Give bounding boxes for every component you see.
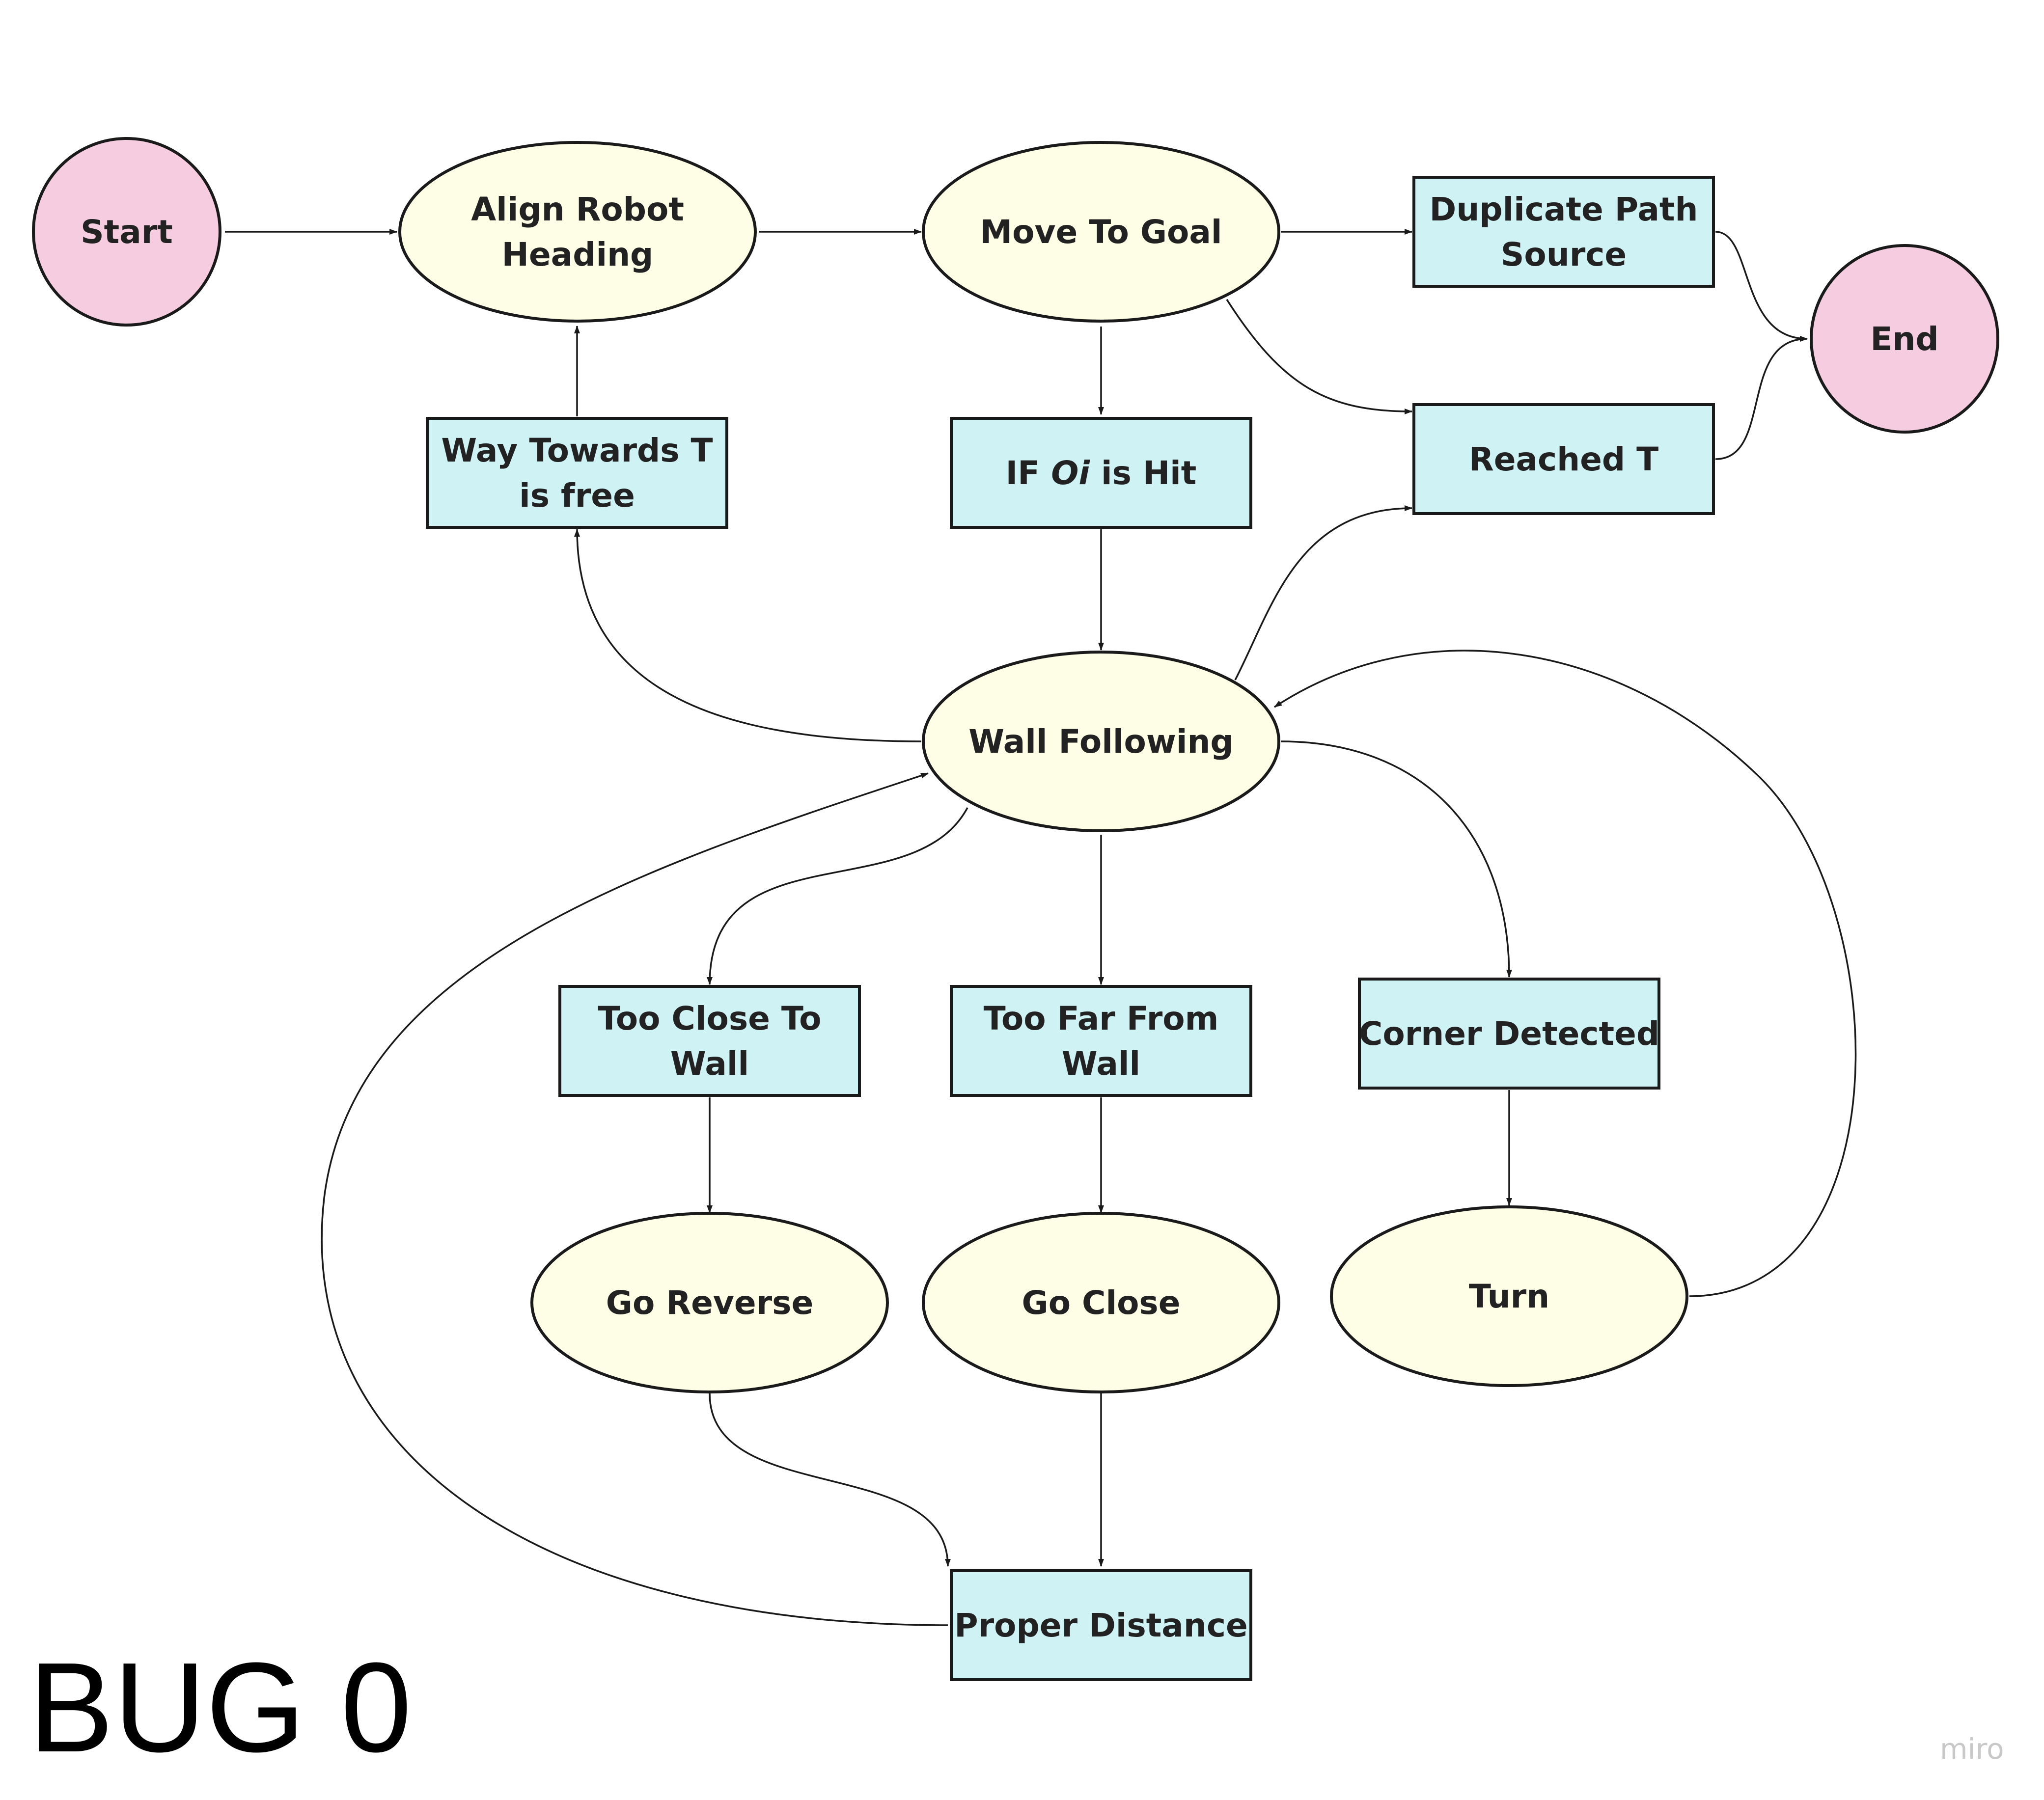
edge-wall-to-way: [574, 529, 922, 742]
node-dup-shape: [1412, 176, 1715, 288]
node-wall-label: Wall Following: [968, 723, 1233, 761]
edge-proper-to-wall: [321, 772, 948, 1626]
edge-wall-to-corner: [1280, 740, 1512, 978]
edge-dup-to-end: [1715, 231, 1808, 342]
node-wall: Wall Following: [922, 651, 1280, 832]
node-close-shape: [922, 1212, 1280, 1393]
node-align-shape: [398, 141, 757, 323]
node-reverse-shape: [530, 1212, 889, 1393]
node-corner-label: Corner Detected: [1359, 1015, 1659, 1053]
node-way-shape: [426, 417, 728, 529]
node-ifhit-shape: [950, 417, 1252, 529]
node-turn-shape: [1330, 1205, 1688, 1387]
node-proper-shape: [950, 1569, 1252, 1681]
node-move-shape: [922, 141, 1280, 323]
node-reached-shape: [1412, 403, 1715, 515]
node-corner: Corner Detected: [1358, 978, 1660, 1090]
node-move: Move To Goal: [922, 141, 1280, 323]
node-toofar-shape: [950, 985, 1252, 1097]
node-start-shape: [32, 137, 221, 327]
node-close-label: Go Close: [1022, 1284, 1181, 1322]
node-ifhit: IF Oi is Hit: [950, 417, 1252, 529]
node-reverse: Go Reverse: [530, 1212, 889, 1393]
node-close: Go Close: [922, 1212, 1280, 1393]
node-turn-label: Turn: [1469, 1278, 1549, 1315]
node-wall-shape: [922, 651, 1280, 832]
node-end-label: End: [1870, 320, 1938, 358]
node-proper-label: Proper Distance: [954, 1607, 1247, 1644]
edges: [225, 229, 1857, 1626]
edge-reached-to-end: [1715, 336, 1808, 460]
edge-wall-to-tooclose: [707, 807, 968, 985]
node-start-label: Start: [81, 213, 173, 251]
node-reached-label: Reached T: [1469, 440, 1658, 478]
node-start: Start: [32, 137, 221, 327]
edge-wall-to-reached: [1234, 505, 1412, 681]
edge-turn-to-wall: [1274, 650, 1857, 1297]
node-end-shape: [1810, 244, 1999, 434]
edge-move-to-reached: [1226, 299, 1412, 414]
node-reverse-label: Go Reverse: [606, 1284, 813, 1322]
node-end: End: [1810, 244, 1999, 434]
node-reached: Reached T: [1412, 403, 1715, 515]
node-ifhit-label: IF Oi is Hit: [1006, 454, 1197, 492]
diagram-title: BUG 0: [28, 1636, 412, 1779]
node-tooclose-shape: [558, 985, 861, 1097]
edge-reverse-to-proper: [709, 1393, 951, 1567]
node-turn: Turn: [1330, 1205, 1688, 1387]
miro-watermark: miro: [1940, 1732, 2004, 1766]
node-proper: Proper Distance: [950, 1569, 1252, 1681]
node-move-label: Move To Goal: [980, 213, 1222, 251]
node-corner-shape: [1358, 978, 1660, 1090]
